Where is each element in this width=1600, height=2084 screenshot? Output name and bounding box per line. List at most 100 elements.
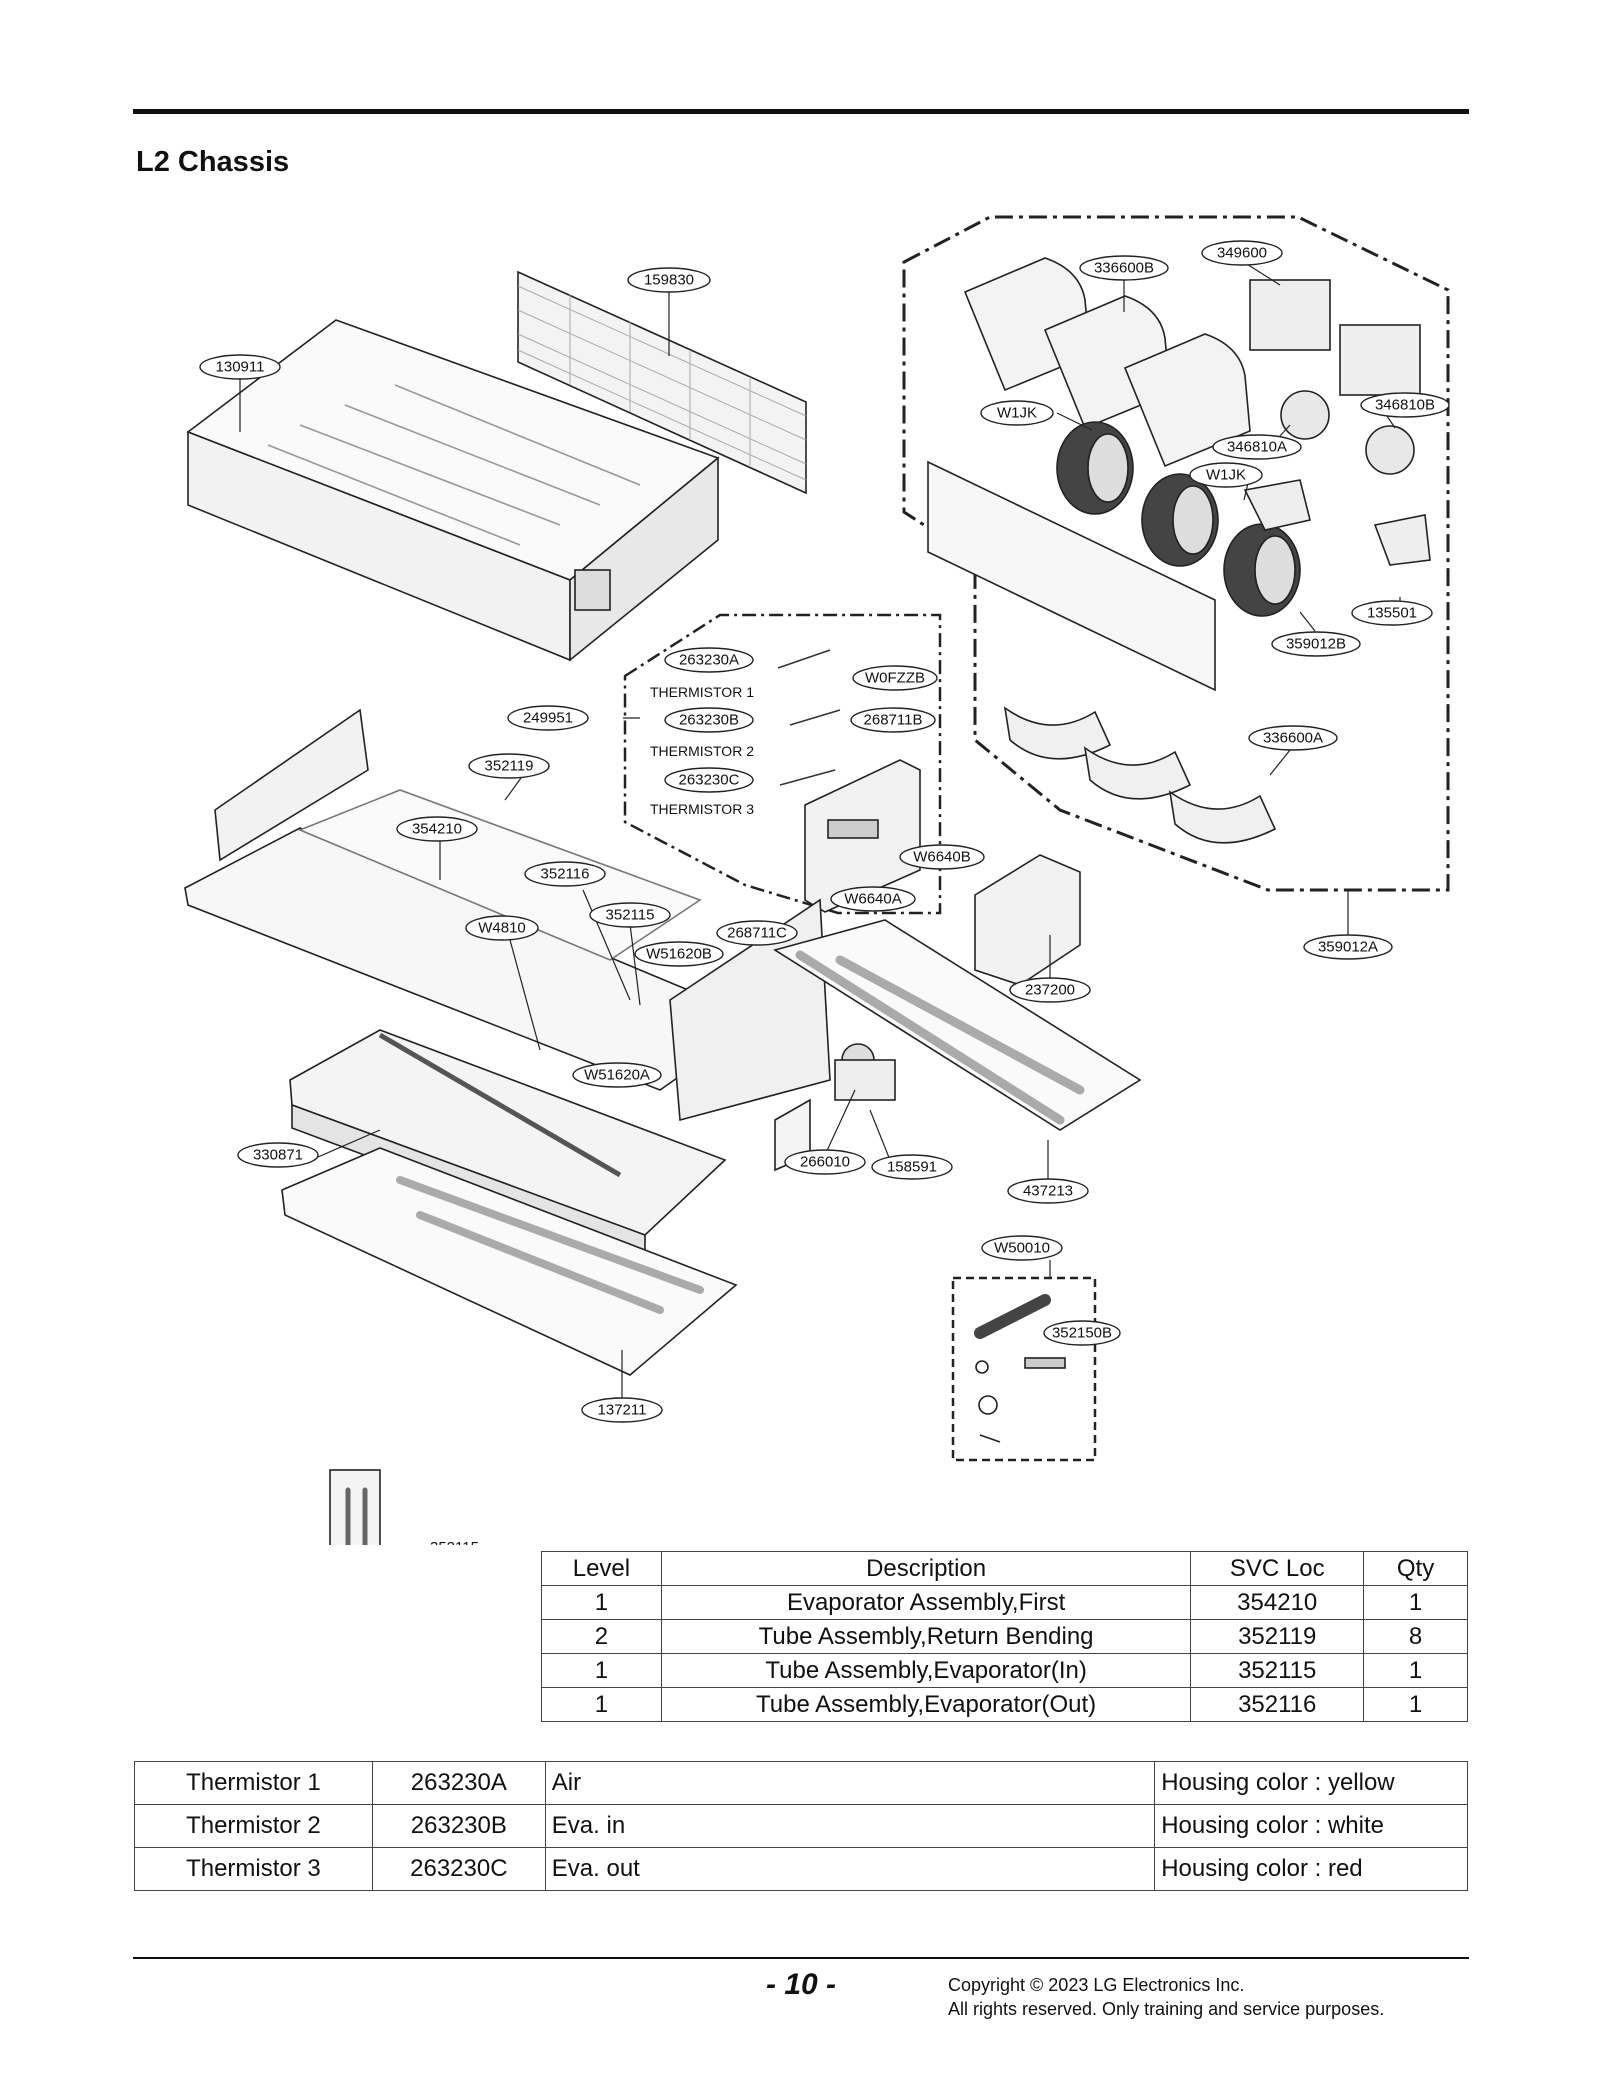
cell-level: 1 <box>541 1653 662 1688</box>
cell-qty: 8 <box>1363 1619 1468 1654</box>
table-row: Thermistor 1 263230A Air Housing color :… <box>134 1761 1468 1805</box>
callout-352116: 352116 <box>541 866 590 883</box>
header-qty: Qty <box>1363 1551 1468 1586</box>
callout-263230b: 263230B <box>679 712 739 729</box>
cell-qty: 1 <box>1363 1687 1468 1722</box>
callout-263230c: 263230C <box>679 772 740 789</box>
copyright-line-1: Copyright © 2023 LG Electronics Inc. <box>948 1975 1245 1995</box>
callout-w0fzzb: W0FZZB <box>865 670 925 687</box>
copyright-line-2: All rights reserved. Only training and s… <box>948 1999 1385 2019</box>
cell-level: 1 <box>541 1687 662 1722</box>
cell-svc-loc: 352115 <box>1190 1653 1365 1688</box>
callout-352150b: 352150B <box>1052 1325 1112 1342</box>
thermistor-1-label: THERMISTOR 1 <box>650 684 754 700</box>
callout-w51620b: W51620B <box>646 946 712 963</box>
thermistor-table: Thermistor 1 263230A Air Housing color :… <box>134 1761 1468 1891</box>
side-base-plate-drawing <box>773 919 1142 1131</box>
table-row: 2 Tube Assembly,Return Bending 352119 8 <box>541 1619 1468 1654</box>
callout-268711c: 268711C <box>727 925 787 942</box>
callout-268711b: 268711B <box>864 712 923 729</box>
callout-336600b: 336600B <box>1094 260 1154 277</box>
cell-thermistor-name: Thermistor 1 <box>134 1761 373 1805</box>
callout-359012a: 359012A <box>1318 939 1378 956</box>
cell-thermistor-name: Thermistor 2 <box>134 1804 373 1848</box>
evaporator-inset-drawing <box>329 1469 381 1545</box>
cell-svc-loc: 352116 <box>1190 1687 1365 1722</box>
cell-svc-loc: 354210 <box>1190 1585 1365 1620</box>
cell-part-number: 263230B <box>371 1804 546 1848</box>
evaporator-parts-table: Level Description SVC Loc Qty 1 Evaporat… <box>541 1551 1468 1722</box>
callout-135501: 135501 <box>1367 605 1417 622</box>
mesh-filter-drawing <box>517 270 807 495</box>
cover-237200-drawing <box>974 854 1081 986</box>
accessory-kit-drawing <box>974 1294 1066 1443</box>
leader-lines <box>239 260 1401 1398</box>
callout-w50010: W50010 <box>994 1240 1050 1257</box>
motors-drawing <box>1243 279 1431 566</box>
table-row: 1 Tube Assembly,Evaporator(In) 352115 1 <box>541 1653 1468 1688</box>
accessory-kit-outline <box>951 1276 1097 1462</box>
cell-location: Eva. out <box>544 1847 1156 1891</box>
copyright-notice: Copyright © 2023 LG Electronics Inc. All… <box>948 1973 1384 2021</box>
header-svc-loc: SVC Loc <box>1190 1551 1365 1586</box>
fan-housings-drawing <box>963 257 1251 468</box>
cell-location: Eva. in <box>544 1804 1156 1848</box>
cell-location: Air <box>544 1761 1156 1805</box>
cell-housing-color: Housing color : white <box>1154 1804 1468 1848</box>
callout-w51620a: W51620A <box>584 1067 650 1084</box>
scroll-bottoms-drawing <box>1003 706 1277 844</box>
callout-330871: 330871 <box>253 1147 303 1164</box>
cell-level: 2 <box>541 1619 662 1654</box>
cell-part-number: 263230A <box>371 1761 546 1805</box>
table-row: 1 Tube Assembly,Evaporator(Out) 352116 1 <box>541 1687 1468 1722</box>
page-number: - 10 - <box>766 1968 837 2001</box>
footer-rule <box>133 1957 1469 1959</box>
header-rule <box>133 109 1469 114</box>
callout-346810a: 346810A <box>1227 439 1287 456</box>
callout-w1jk-b: W1JK <box>1206 467 1246 484</box>
header-description: Description <box>660 1551 1192 1586</box>
page-title: L2 Chassis <box>136 146 290 178</box>
callout-w4810: W4810 <box>478 920 526 937</box>
table-row: 1 Evaporator Assembly,First 354210 1 <box>541 1585 1468 1620</box>
callout-130911: 130911 <box>216 359 265 376</box>
cell-svc-loc: 352119 <box>1190 1619 1365 1654</box>
callout-266010: 266010 <box>800 1154 850 1171</box>
blower-wheels-drawing <box>1056 421 1301 617</box>
callout-354210: 354210 <box>412 821 462 838</box>
callout-237200: 237200 <box>1025 982 1075 999</box>
table-header-row: Level Description SVC Loc Qty <box>541 1551 1468 1586</box>
thermistor-3-label: THERMISTOR 3 <box>650 801 754 817</box>
cell-description: Evaporator Assembly,First <box>660 1585 1192 1620</box>
inset-label-352115: 352115 <box>430 1539 479 1545</box>
callout-w6640a: W6640A <box>844 891 902 908</box>
callout-346810b: 346810B <box>1375 397 1435 414</box>
rear-panel-drawing <box>927 460 1216 692</box>
callout-352119: 352119 <box>485 758 534 775</box>
drain-pump-drawing <box>774 1043 896 1172</box>
cell-qty: 1 <box>1363 1585 1468 1620</box>
callout-352115: 352115 <box>606 907 655 924</box>
cell-housing-color: Housing color : yellow <box>1154 1761 1468 1805</box>
callout-437213: 437213 <box>1023 1183 1073 1200</box>
callout-359012b: 359012B <box>1286 636 1346 653</box>
exploded-parts-diagram: 130911 159830 336600B 349600 W1JK 346810… <box>184 215 1450 1545</box>
cell-description: Tube Assembly,Return Bending <box>660 1619 1192 1654</box>
header-level: Level <box>541 1551 662 1586</box>
cell-part-number: 263230C <box>371 1847 546 1891</box>
callout-w1jk-a: W1JK <box>997 405 1037 422</box>
callout-249951: 249951 <box>523 710 573 727</box>
cell-description: Tube Assembly,Evaporator(Out) <box>660 1687 1192 1722</box>
base-pan-drawing <box>281 1147 738 1376</box>
callout-336600a: 336600A <box>1263 730 1323 747</box>
cell-qty: 1 <box>1363 1653 1468 1688</box>
cell-thermistor-name: Thermistor 3 <box>134 1847 373 1891</box>
thermistor-2-label: THERMISTOR 2 <box>650 743 754 759</box>
table-row: Thermistor 3 263230C Eva. out Housing co… <box>134 1847 1468 1891</box>
callout-137211: 137211 <box>598 1402 647 1419</box>
callout-158591: 158591 <box>887 1159 937 1176</box>
table-row: Thermistor 2 263230B Eva. in Housing col… <box>134 1804 1468 1848</box>
control-box-group-outline <box>623 613 942 915</box>
top-cover-drawing <box>186 319 720 662</box>
cell-description: Tube Assembly,Evaporator(In) <box>660 1653 1192 1688</box>
